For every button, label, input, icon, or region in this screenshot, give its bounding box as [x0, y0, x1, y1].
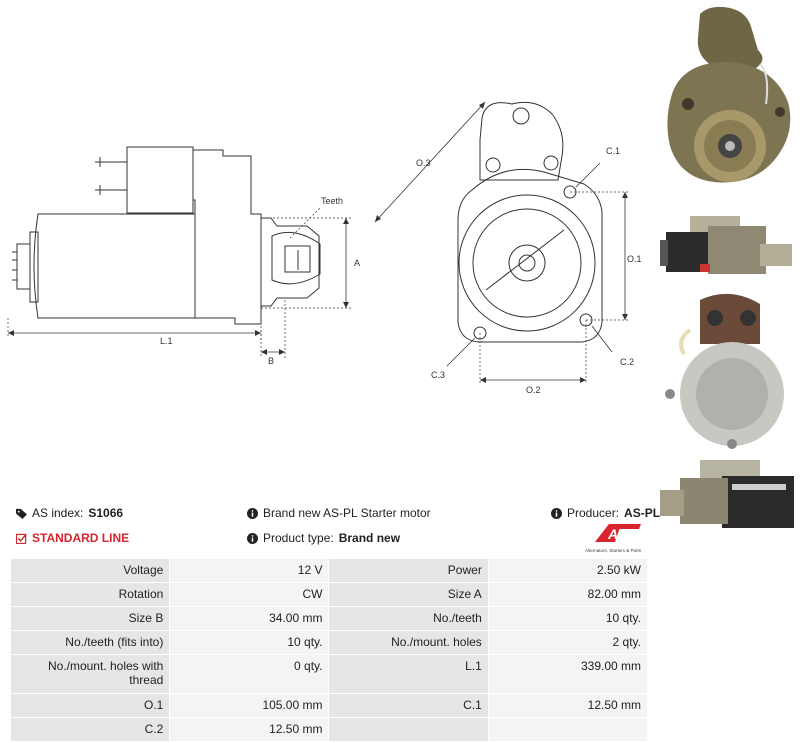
logo-text: AS [607, 526, 628, 542]
spec-value: 34.00 mm [169, 606, 330, 631]
technical-drawing: Teeth A B L.1 O.3 C.1 O.1 C.2 C.3 O.2 [7, 101, 642, 395]
as-index-label: AS index: [32, 506, 84, 520]
label-o3: O.3 [416, 158, 431, 168]
spec-label: Voltage [9, 558, 171, 583]
as-pl-logo: AS Alternators, Starters & Parts [585, 522, 649, 553]
spec-label: Size A [328, 582, 489, 607]
check-square-icon [16, 533, 27, 544]
product-photo-front-rust [667, 6, 791, 183]
spec-label: O.1 [9, 693, 171, 718]
as-index-value: S1066 [88, 506, 124, 520]
spec-value: 2 qty. [487, 630, 649, 655]
logo-mark: AS [595, 524, 641, 542]
label-a: A [354, 258, 360, 268]
logo-tagline: Alternators, Starters & Parts [585, 548, 642, 553]
producer-row: Producer: AS-PL [551, 506, 660, 520]
spec-row: No./teeth (fits into)10 qty.No./mount. h… [9, 630, 649, 655]
spec-label: No./teeth [328, 606, 489, 631]
standard-line-row: STANDARD LINE [16, 531, 129, 545]
spec-label: Power [328, 558, 489, 583]
product-photo-rear [665, 293, 784, 449]
product-type-label: Product type: [263, 531, 334, 545]
info-icon [247, 507, 258, 519]
product-description: Brand new AS-PL Starter motor [263, 506, 431, 520]
label-o1: O.1 [627, 254, 642, 264]
spec-value: 105.00 mm [169, 693, 330, 718]
spec-label: Rotation [9, 582, 171, 607]
info-icon [551, 507, 562, 519]
as-index-row: AS index: S1066 [16, 506, 123, 520]
spec-value: 0 qty. [169, 654, 330, 694]
spec-label [328, 717, 489, 742]
spec-value: 339.00 mm [487, 654, 649, 694]
spec-value: 82.00 mm [487, 582, 649, 607]
producer-label: Producer: [567, 506, 620, 520]
label-c1: C.1 [606, 146, 620, 156]
product-photo-side [660, 216, 792, 274]
label-b: B [268, 356, 274, 366]
label-c3: C.3 [431, 370, 445, 380]
spec-label: C.2 [9, 717, 171, 742]
spec-value: 2.50 kW [487, 558, 649, 583]
spec-label: Size B [9, 606, 171, 631]
spec-label: L.1 [328, 654, 489, 694]
product-photo-top [660, 460, 794, 528]
spec-value: 12 V [169, 558, 330, 583]
info-icon [247, 532, 258, 544]
label-c2: C.2 [620, 357, 634, 367]
spec-label: No./mount. holes with thread [9, 654, 171, 694]
spec-value: 12.50 mm [487, 693, 649, 718]
standard-line-badge: STANDARD LINE [32, 531, 130, 545]
spec-value: 10 qty. [169, 630, 330, 655]
product-type-row: Product type: Brand new [247, 531, 400, 545]
spec-label: C.1 [328, 693, 489, 718]
product-type-value: Brand new [338, 531, 401, 545]
spec-value [487, 717, 649, 742]
description-row: Brand new AS-PL Starter motor [247, 506, 431, 520]
tag-icon [16, 508, 27, 519]
spec-label: No./mount. holes [328, 630, 489, 655]
label-l1: L.1 [160, 336, 173, 346]
label-o2: O.2 [526, 385, 541, 395]
spec-value: CW [169, 582, 330, 607]
solenoid-outline [126, 146, 194, 214]
spec-value: 10 qty. [487, 606, 649, 631]
producer-value: AS-PL [624, 506, 661, 520]
label-teeth: Teeth [321, 196, 343, 206]
spec-value: 12.50 mm [169, 717, 330, 742]
spec-label: No./teeth (fits into) [9, 630, 171, 655]
